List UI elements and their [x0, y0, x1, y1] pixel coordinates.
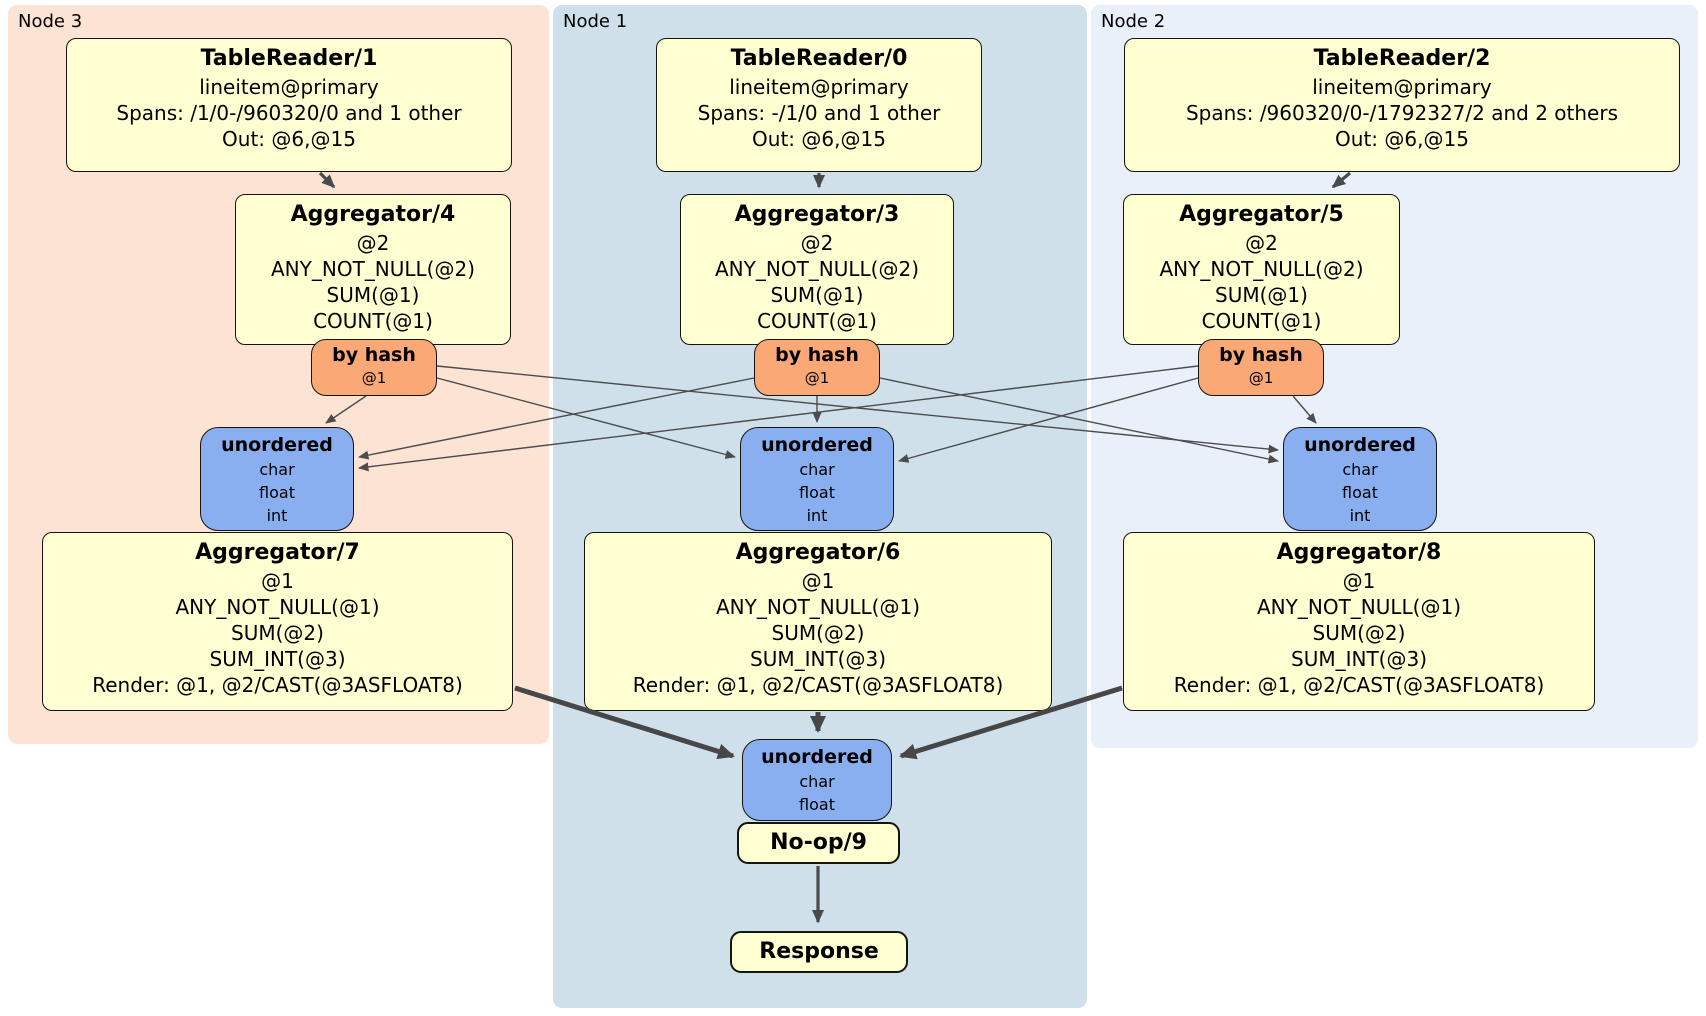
sync-unordered-node-1: unordered char float int [740, 427, 894, 531]
sync-title: unordered [1304, 434, 1416, 456]
processor-noop-9: No-op/9 [737, 822, 900, 864]
processor-detail: ANY_NOT_NULL(@2) [271, 257, 475, 281]
region-node-3-label: Node 3 [18, 11, 83, 32]
sync-unordered-node-3: unordered char float int [200, 427, 354, 531]
processor-detail: ANY_NOT_NULL(@1) [175, 595, 380, 619]
processor-detail: SUM(@2) [771, 621, 865, 645]
processor-detail: Render: @1, @2/CAST(@3ASFLOAT8) [632, 673, 1004, 697]
sync-column: int [266, 506, 288, 525]
processor-title: No-op/9 [770, 830, 867, 855]
sync-unordered-final: unordered char float [742, 739, 892, 821]
processor-title: Response [759, 939, 879, 964]
processor-detail: Spans: -/1/0 and 1 other [697, 101, 941, 125]
processor-detail: SUM_INT(@3) [209, 647, 346, 671]
sync-column: char [259, 460, 295, 479]
sync-title: unordered [761, 746, 873, 768]
processor-aggregator-7: Aggregator/7 @1 ANY_NOT_NULL(@1) SUM(@2)… [42, 532, 513, 711]
sync-title: unordered [221, 434, 333, 456]
processor-detail: lineitem@primary [1312, 75, 1492, 99]
processor-detail: lineitem@primary [729, 75, 909, 99]
processor-detail: lineitem@primary [199, 75, 379, 99]
processor-title: Aggregator/7 [195, 540, 360, 565]
processor-detail: Out: @6,@15 [1335, 127, 1469, 151]
processor-detail: @1 [261, 569, 294, 593]
processor-tablereader-0: TableReader/0 lineitem@primary Spans: -/… [656, 38, 982, 172]
sync-column: float [259, 483, 295, 502]
processor-detail: SUM(@2) [1312, 621, 1406, 645]
processor-title: TableReader/1 [200, 46, 378, 71]
router-by-hash-node-3: by hash @1 [311, 339, 437, 396]
sync-column: int [1349, 506, 1371, 525]
router-title: by hash [332, 344, 416, 366]
sync-column: char [799, 460, 835, 479]
processor-detail: SUM(@1) [1215, 283, 1308, 307]
processor-aggregator-6: Aggregator/6 @1 ANY_NOT_NULL(@1) SUM(@2)… [584, 532, 1052, 711]
processor-detail: Out: @6,@15 [752, 127, 886, 151]
processor-detail: COUNT(@1) [757, 309, 877, 333]
processor-title: Aggregator/3 [734, 202, 900, 227]
processor-detail: ANY_NOT_NULL(@2) [1159, 257, 1364, 281]
router-columns: @1 [1248, 369, 1274, 387]
sync-column: float [799, 483, 835, 502]
processor-aggregator-4: Aggregator/4 @2 ANY_NOT_NULL(@2) SUM(@1)… [235, 194, 511, 345]
processor-response: Response [730, 931, 908, 973]
processor-detail: @2 [356, 231, 390, 255]
processor-title: Aggregator/6 [735, 540, 901, 565]
router-title: by hash [775, 344, 859, 366]
region-node-1-label: Node 1 [563, 11, 628, 32]
region-node-2-label: Node 2 [1101, 11, 1166, 32]
processor-detail: @2 [1245, 231, 1278, 255]
processor-tablereader-2: TableReader/2 lineitem@primary Spans: /9… [1124, 38, 1680, 172]
processor-title: Aggregator/5 [1179, 202, 1344, 227]
router-columns: @1 [804, 369, 830, 387]
sync-column: int [806, 506, 828, 525]
processor-tablereader-1: TableReader/1 lineitem@primary Spans: /1… [66, 38, 512, 172]
processor-title: TableReader/2 [1313, 46, 1491, 71]
processor-detail: @1 [1342, 569, 1376, 593]
processor-detail: Render: @1, @2/CAST(@3ASFLOAT8) [92, 673, 463, 697]
processor-detail: Render: @1, @2/CAST(@3ASFLOAT8) [1173, 673, 1545, 697]
processor-detail: SUM(@2) [231, 621, 324, 645]
router-columns: @1 [361, 369, 387, 387]
processor-detail: COUNT(@1) [313, 309, 433, 333]
processor-detail: @2 [800, 231, 834, 255]
processor-aggregator-8: Aggregator/8 @1 ANY_NOT_NULL(@1) SUM(@2)… [1123, 532, 1595, 711]
sync-column: float [1342, 483, 1378, 502]
processor-detail: ANY_NOT_NULL(@2) [715, 257, 919, 281]
processor-aggregator-3: Aggregator/3 @2 ANY_NOT_NULL(@2) SUM(@1)… [680, 194, 954, 345]
processor-detail: SUM_INT(@3) [750, 647, 886, 671]
processor-title: Aggregator/8 [1276, 540, 1442, 565]
processor-detail: Out: @6,@15 [222, 127, 356, 151]
processor-detail: Spans: /960320/0-/1792327/2 and 2 others [1185, 101, 1618, 125]
router-by-hash-node-2: by hash @1 [1198, 339, 1324, 396]
sync-title: unordered [761, 434, 873, 456]
sync-column: float [799, 795, 835, 814]
processor-detail: Spans: /1/0-/960320/0 and 1 other [116, 101, 462, 125]
sync-column: char [1342, 460, 1378, 479]
processor-detail: ANY_NOT_NULL(@1) [716, 595, 920, 619]
processor-detail: SUM(@1) [326, 283, 420, 307]
processor-detail: SUM_INT(@3) [1291, 647, 1427, 671]
processor-detail: SUM(@1) [770, 283, 864, 307]
processor-detail: @1 [801, 569, 835, 593]
router-by-hash-node-1: by hash @1 [754, 339, 880, 396]
processor-aggregator-5: Aggregator/5 @2 ANY_NOT_NULL(@2) SUM(@1)… [1123, 194, 1400, 345]
sync-unordered-node-2: unordered char float int [1283, 427, 1437, 531]
processor-detail: COUNT(@1) [1201, 309, 1322, 333]
sync-column: char [799, 772, 835, 791]
processor-title: TableReader/0 [730, 46, 908, 71]
processor-detail: ANY_NOT_NULL(@1) [1257, 595, 1461, 619]
processor-title: Aggregator/4 [290, 202, 456, 227]
router-title: by hash [1219, 344, 1303, 366]
